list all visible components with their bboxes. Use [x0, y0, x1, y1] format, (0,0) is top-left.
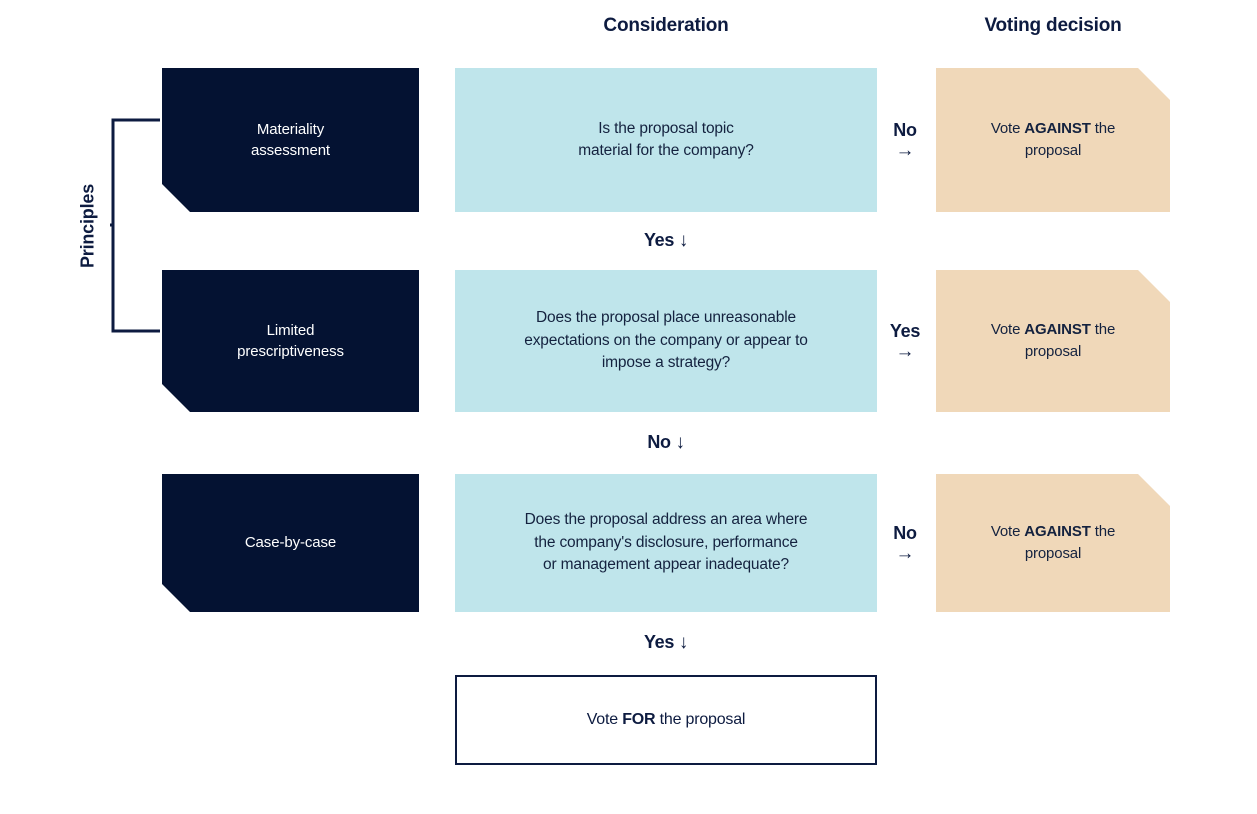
- consideration-line-2: expectations on the company or appear to: [524, 331, 808, 349]
- flow-connector-1: Yes ↓: [455, 230, 877, 252]
- principle-line-1: Case-by-case: [244, 534, 337, 552]
- flow-connector-3-label: Yes: [643, 632, 675, 652]
- arrow-down-icon: ↓: [675, 432, 685, 453]
- decision-emphasis-row-3: AGAINST: [1024, 523, 1091, 541]
- principles-bracket-label: Principles: [77, 183, 98, 268]
- final-outcome-box[interactable]: Vote FOR the proposal: [455, 675, 877, 765]
- branch-connector-row-3: No →: [876, 513, 934, 573]
- column-header-consideration: Consideration: [603, 15, 729, 36]
- decision-box-text: Vote AGAINST the proposal: [964, 319, 1142, 363]
- arrow-right-icon: →: [895, 139, 915, 161]
- principle-line-1: Materiality: [256, 120, 325, 138]
- decision-suffix-row-3: the proposal: [1024, 523, 1116, 562]
- column-header-voting-decision: Voting decision: [984, 15, 1122, 36]
- consideration-line-1: Does the proposal place unreasonable: [535, 309, 796, 327]
- consideration-line-3: or management appear inadequate?: [543, 556, 789, 574]
- principle-box-limited-prescriptiveness[interactable]: Limited prescriptiveness: [162, 270, 419, 412]
- branch-connector-row-1: No →: [876, 110, 934, 170]
- decision-emphasis-row-2: AGAINST: [1024, 321, 1091, 339]
- consideration-box-text: Does the proposal place unreasonable exp…: [524, 307, 808, 374]
- principle-box-text: Limited prescriptiveness: [237, 320, 344, 363]
- decision-suffix-row-1: the proposal: [1024, 120, 1116, 159]
- consideration-line-3: impose a strategy?: [601, 354, 731, 372]
- arrow-right-icon: →: [895, 542, 915, 564]
- arrow-right-icon: →: [895, 340, 915, 362]
- principle-box-text: Materiality assessment: [251, 119, 330, 162]
- arrow-down-icon: ↓: [678, 230, 689, 251]
- flow-connector-2-label: No: [647, 432, 671, 452]
- branch-label-row-3: No: [893, 522, 917, 543]
- principle-box-materiality-assessment[interactable]: Materiality assessment: [162, 68, 419, 212]
- flow-connector-1-label: Yes: [643, 230, 675, 250]
- consideration-box-text: Does the proposal address an area where …: [525, 509, 808, 576]
- decision-box-row-2[interactable]: Vote AGAINST the proposal: [936, 270, 1170, 412]
- branch-label-row-1: No: [893, 119, 917, 140]
- decision-box-row-1[interactable]: Vote AGAINST the proposal: [936, 68, 1170, 212]
- decision-suffix-row-2: the proposal: [1024, 321, 1116, 360]
- final-outcome-prefix: Vote: [586, 711, 623, 728]
- branch-label-row-2: Yes: [889, 320, 921, 341]
- consideration-box-prescriptiveness[interactable]: Does the proposal place unreasonable exp…: [455, 270, 877, 412]
- decision-prefix-row-1: Vote: [990, 120, 1025, 138]
- decision-emphasis-row-1: AGAINST: [1024, 120, 1091, 138]
- principle-box-text: Case-by-case: [245, 532, 336, 553]
- flow-connector-2: No ↓: [455, 432, 877, 454]
- consideration-line-1: Is the proposal topic: [598, 119, 734, 137]
- principle-line-1: Limited: [266, 321, 315, 339]
- decision-box-text: Vote AGAINST the proposal: [964, 521, 1142, 565]
- final-outcome-text: Vote FOR the proposal: [587, 711, 746, 729]
- final-outcome-suffix: the proposal: [655, 711, 746, 728]
- principle-box-case-by-case[interactable]: Case-by-case: [162, 474, 419, 612]
- consideration-line-1: Does the proposal address an area where: [524, 511, 808, 529]
- consideration-line-2: the company's disclosure, performance: [534, 533, 798, 551]
- consideration-box-text: Is the proposal topic material for the c…: [578, 118, 754, 163]
- branch-connector-row-2: Yes →: [876, 311, 934, 371]
- decision-box-text: Vote AGAINST the proposal: [964, 118, 1142, 162]
- principle-line-2: prescriptiveness: [237, 343, 344, 360]
- consideration-box-case-by-case[interactable]: Does the proposal address an area where …: [455, 474, 877, 612]
- final-outcome-emphasis: FOR: [622, 711, 656, 728]
- principle-line-2: assessment: [250, 142, 331, 159]
- bracket-icon: [110, 118, 160, 333]
- consideration-box-materiality[interactable]: Is the proposal topic material for the c…: [455, 68, 877, 212]
- consideration-line-2: material for the company?: [578, 142, 754, 159]
- decision-prefix-row-3: Vote: [990, 523, 1025, 541]
- principles-bracket: Principles: [70, 118, 160, 333]
- arrow-down-icon: ↓: [678, 632, 689, 653]
- decision-box-row-3[interactable]: Vote AGAINST the proposal: [936, 474, 1170, 612]
- flow-connector-3: Yes ↓: [455, 632, 877, 654]
- decision-prefix-row-2: Vote: [990, 321, 1025, 339]
